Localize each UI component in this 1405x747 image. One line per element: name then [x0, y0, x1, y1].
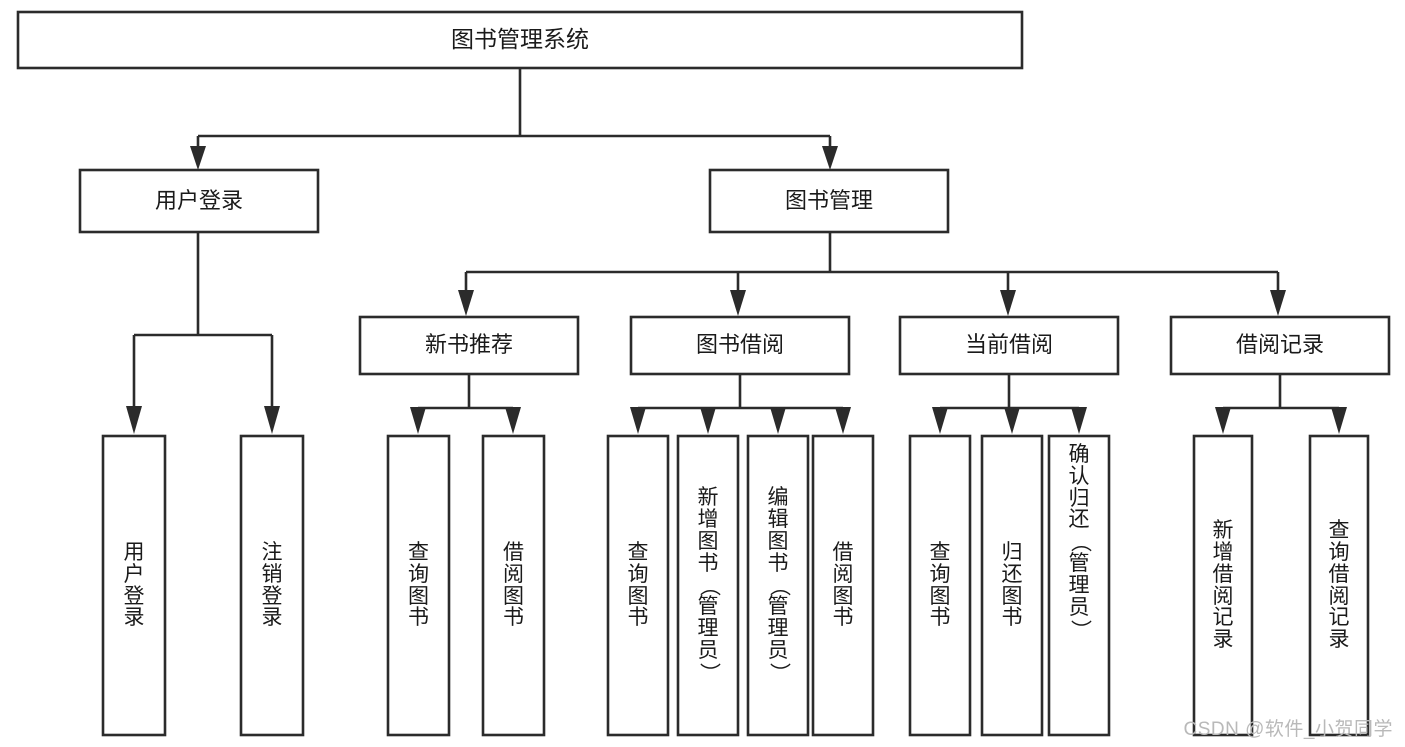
arrow-to-current-borrow	[1000, 290, 1016, 316]
arrow-leaf-logout-login	[264, 406, 280, 434]
node-leaf-query-book-2-box[interactable]	[606, 434, 670, 737]
arrow-leaf-user-login	[126, 406, 142, 434]
arrow-to-book-management	[822, 146, 838, 170]
node-root-label: 图书管理系统	[451, 26, 589, 52]
node-leaf-logout-login-box[interactable]	[239, 434, 305, 737]
arrow-leaf-query-book-3	[932, 407, 948, 434]
node-book-borrow[interactable]: 图书借阅	[629, 315, 851, 376]
node-current-borrow-box[interactable]	[898, 315, 1120, 376]
arrow-to-new-book-recommend	[458, 290, 474, 316]
arrow-leaf-query-book-1	[410, 407, 426, 434]
node-user-login-box[interactable]	[78, 168, 320, 234]
node-root-box[interactable]	[16, 10, 1024, 70]
node-leaf-borrow-book-2-box[interactable]	[811, 434, 875, 737]
node-book-borrow-box[interactable]	[629, 315, 851, 376]
arrow-leaf-query-book-2	[630, 407, 646, 434]
arrow-to-borrow-record	[1270, 290, 1286, 316]
node-new-book-recommend-box[interactable]	[358, 315, 580, 376]
node-leaf-user-login-box[interactable]	[101, 434, 167, 737]
node-borrow-record[interactable]: 借阅记录	[1169, 315, 1391, 376]
node-leaf-query-book-3-box[interactable]	[908, 434, 972, 737]
arrow-leaf-add-record	[1215, 407, 1231, 434]
node-book-management[interactable]: 图书管理	[708, 168, 950, 234]
arrow-to-book-borrow	[730, 290, 746, 316]
node-leaf-query-book-1-box[interactable]	[386, 434, 451, 737]
node-root[interactable]: 图书管理系统	[16, 10, 1024, 70]
node-book-borrow-label: 图书借阅	[696, 332, 784, 357]
node-leaf-add-book-box[interactable]	[676, 434, 740, 737]
node-leaf-confirm-return-box[interactable]	[1047, 434, 1111, 737]
node-leaf-edit-book-box[interactable]	[746, 434, 810, 737]
arrow-leaf-return-book	[1004, 407, 1020, 434]
watermark-text: CSDN @软件_小贺同学	[1183, 719, 1393, 740]
node-borrow-record-box[interactable]	[1169, 315, 1391, 376]
node-current-borrow-label: 当前借阅	[965, 332, 1053, 357]
nodes-layer: 图书管理系统 用户登录 图书管理 新书推荐 图书借阅	[16, 10, 1391, 737]
node-leaf-query-record-box[interactable]	[1308, 434, 1370, 737]
arrow-leaf-confirm-return	[1071, 407, 1087, 434]
node-new-book-recommend-label: 新书推荐	[425, 332, 513, 357]
arrow-leaf-borrow-book-2	[835, 407, 851, 434]
node-leaf-return-book-box[interactable]	[980, 434, 1044, 737]
arrow-to-user-login	[190, 146, 206, 170]
node-leaf-add-record-box[interactable]	[1192, 434, 1254, 737]
edges-layer	[126, 68, 1347, 434]
arrow-leaf-borrow-book-1	[505, 407, 521, 434]
node-borrow-record-label: 借阅记录	[1236, 332, 1324, 357]
node-user-login-label: 用户登录	[155, 188, 243, 213]
arrow-leaf-edit-book	[770, 407, 786, 434]
arrow-leaf-add-book	[700, 407, 716, 434]
arrow-leaf-query-record	[1331, 407, 1347, 434]
node-current-borrow[interactable]: 当前借阅	[898, 315, 1120, 376]
node-book-management-box[interactable]	[708, 168, 950, 234]
node-new-book-recommend[interactable]: 新书推荐	[358, 315, 580, 376]
node-leaf-borrow-book-1-box[interactable]	[481, 434, 546, 737]
node-book-management-label: 图书管理	[785, 188, 873, 213]
node-user-login[interactable]: 用户登录	[78, 168, 320, 234]
